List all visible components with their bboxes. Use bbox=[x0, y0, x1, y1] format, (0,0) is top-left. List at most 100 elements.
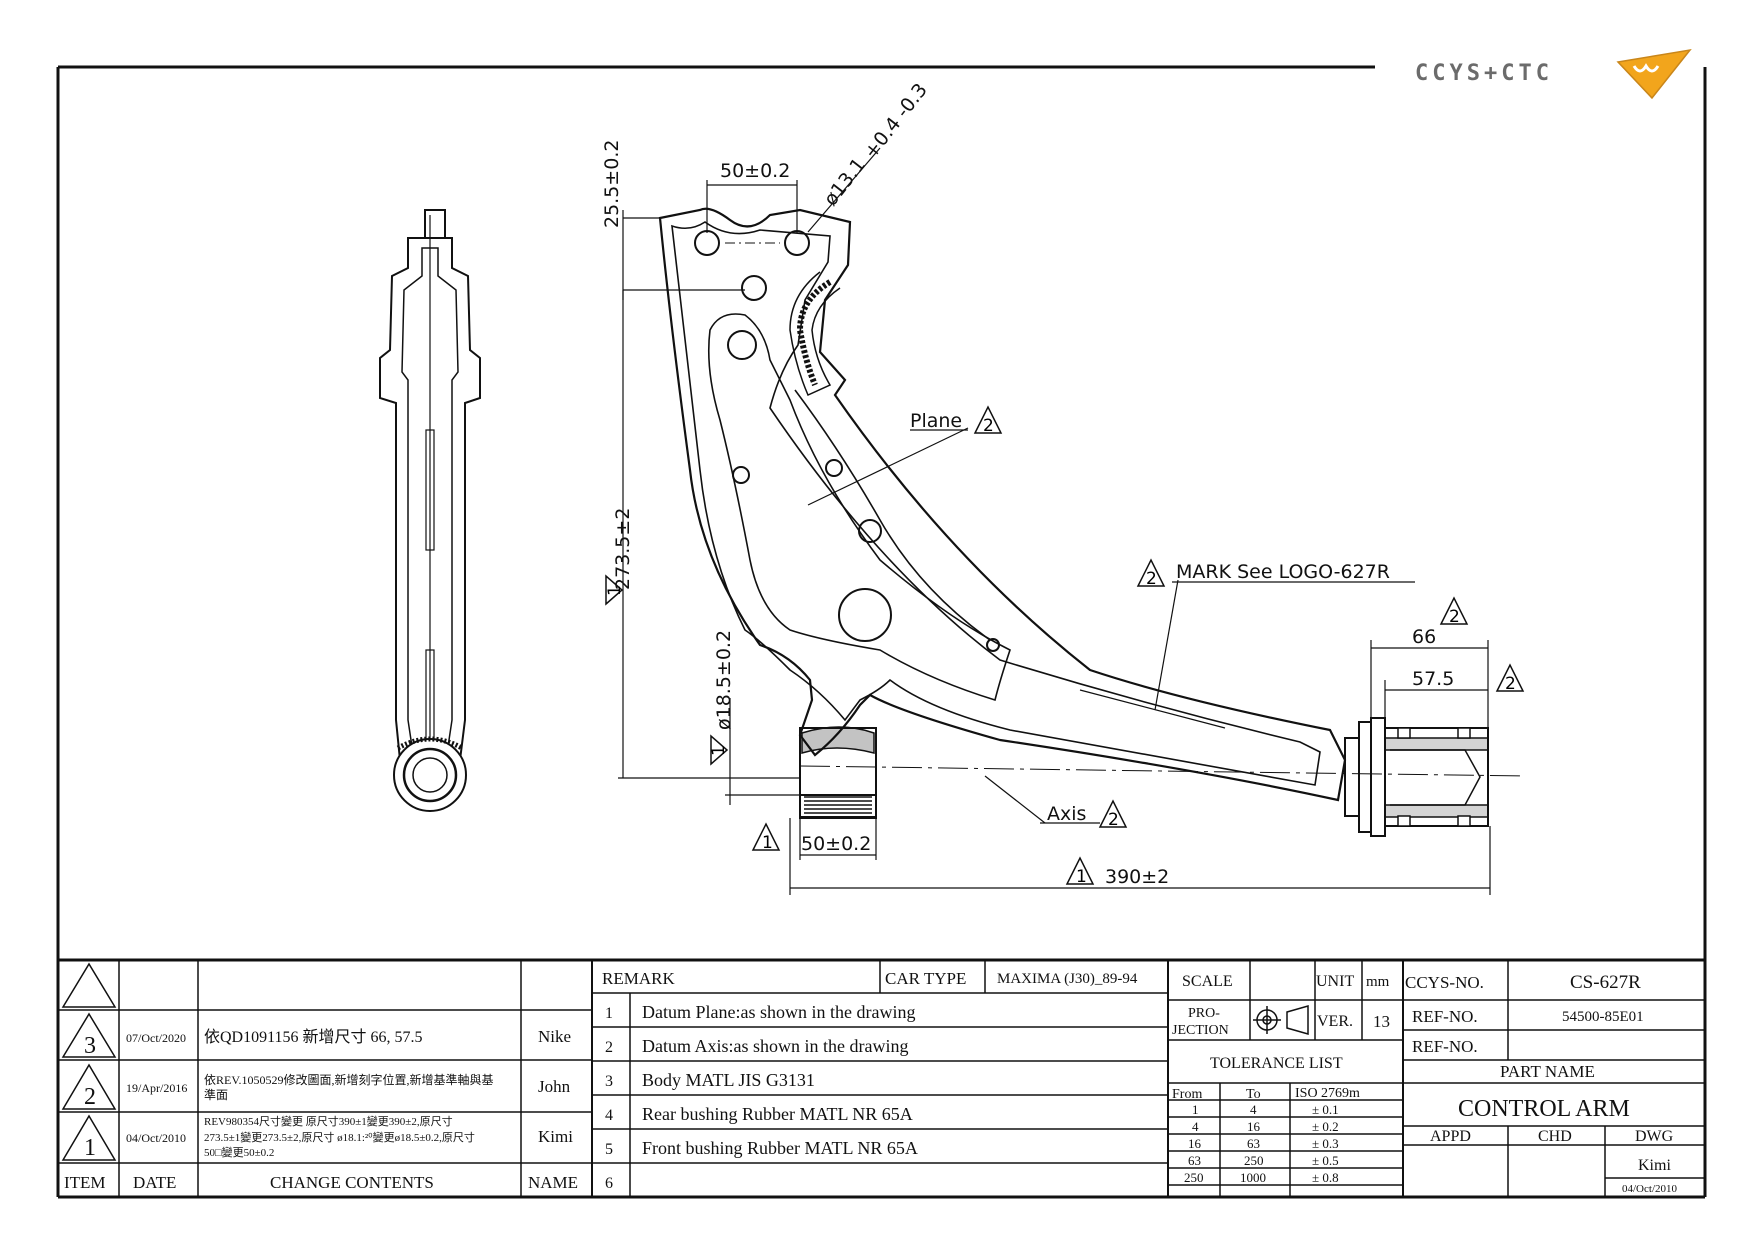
rev-marker-length: 1 bbox=[1065, 856, 1095, 887]
remark-num-2: 2 bbox=[605, 1039, 613, 1056]
tol-row-tol: ± 0.5 bbox=[1312, 1153, 1339, 1168]
side-view bbox=[379, 209, 481, 812]
dim-top-offset: 25.5±0.2 bbox=[601, 140, 623, 228]
tol-row-from: 16 bbox=[1188, 1136, 1202, 1151]
ver-label: VER. bbox=[1317, 1013, 1353, 1030]
remark-num-6: 6 bbox=[605, 1175, 613, 1192]
rev-marker-bush-dia: 1 bbox=[709, 734, 729, 766]
tolerance-rows: 1 4 ± 0.1 4 16 ± 0.2 16 63 ± 0.3 63 250 … bbox=[1184, 1102, 1339, 1185]
rev-contents-1a: REV980354尺寸變更 原尺寸390±1變更390±2,原尺寸 bbox=[204, 1114, 453, 1128]
rev-marker-bush-width: 1 bbox=[751, 822, 781, 853]
projection-label-2: JECTION bbox=[1172, 1023, 1229, 1038]
remark-text-2: Datum Axis:as shown in the drawing bbox=[642, 1036, 908, 1056]
tol-row-tol: ± 0.3 bbox=[1312, 1136, 1339, 1151]
tol-row-tol: ± 0.2 bbox=[1312, 1119, 1339, 1134]
logo-mark-icon bbox=[1616, 48, 1692, 100]
tol-row-from: 250 bbox=[1184, 1170, 1204, 1185]
rev-header-date: DATE bbox=[133, 1173, 176, 1192]
rev-name-3: Nike bbox=[538, 1027, 571, 1046]
dim-66: 66 bbox=[1412, 626, 1436, 648]
tol-row-to: 1000 bbox=[1240, 1170, 1266, 1185]
dim-hole-dia: ø13.1 bbox=[820, 154, 871, 210]
remark-text-4: Rear bushing Rubber MATL NR 65A bbox=[642, 1104, 913, 1124]
svg-text:2: 2 bbox=[983, 416, 994, 436]
remark-num-4: 4 bbox=[605, 1107, 613, 1124]
svg-text:1: 1 bbox=[762, 833, 773, 853]
rev-marker-axis: 2 bbox=[1098, 799, 1128, 830]
chd-label: CHD bbox=[1538, 1128, 1572, 1145]
part-name: CONTROL ARM bbox=[1458, 1096, 1630, 1122]
scale-label: SCALE bbox=[1182, 973, 1233, 990]
rev-date-2: 19/Apr/2016 bbox=[126, 1081, 187, 1095]
rev-contents-2b: 準面 bbox=[204, 1087, 228, 1102]
ref-no-label-2: REF-NO. bbox=[1412, 1037, 1478, 1056]
rev-contents-2a: 依REV.1050529修改圖面,新增刻字位置,新增基準軸與基 bbox=[204, 1072, 493, 1087]
rev-marker-mark: 2 bbox=[1136, 558, 1166, 589]
tol-row-from: 1 bbox=[1192, 1102, 1199, 1117]
rear-bushing bbox=[1344, 717, 1489, 837]
dim-bush-width: 50±0.2 bbox=[801, 833, 871, 855]
revision-markers: 2 2 2 2 2 1 1 1 1 bbox=[605, 405, 1525, 887]
ref-no-label: REF-NO. bbox=[1412, 1007, 1478, 1026]
remarks-table: REMARK CAR TYPE MAXIMA (J30)_89-94 1 Dat… bbox=[602, 969, 1138, 1192]
info-block: SCALE UNIT mm PRO- JECTION VER. 13 TOLER… bbox=[1172, 973, 1390, 1185]
ccys-no-label: CCYS-NO. bbox=[1405, 973, 1484, 992]
rev-date-1: 04/Oct/2010 bbox=[126, 1131, 186, 1145]
rev-item-1: 1 bbox=[84, 1135, 96, 1161]
svg-text:2: 2 bbox=[1146, 569, 1157, 589]
rev-contents-1b: 273.5±1變更273.5±2,原尺寸 ø18.1:²⁰變更ø18.5±0.2… bbox=[204, 1130, 475, 1144]
ccys-no-value: CS-627R bbox=[1570, 972, 1641, 993]
svg-text:1: 1 bbox=[709, 745, 729, 756]
dwg-label: DWG bbox=[1635, 1128, 1674, 1145]
tol-row-tol: ± 0.8 bbox=[1312, 1170, 1339, 1185]
logo-text: CCYS+CTC bbox=[1415, 61, 1553, 86]
dim-length: 390±2 bbox=[1105, 866, 1169, 888]
title-block bbox=[58, 960, 1705, 1197]
rev-marker-height: 1 bbox=[605, 574, 625, 606]
dimension-texts: 50±0.2 25.5±0.2 ø13.1 +0.4 -0.3 273.5±2 … bbox=[601, 79, 1454, 888]
rev-header-name: NAME bbox=[528, 1173, 578, 1192]
svg-text:2: 2 bbox=[1108, 810, 1119, 830]
rev-name-1: Kimi bbox=[538, 1127, 573, 1146]
rev-header-item: ITEM bbox=[64, 1173, 106, 1192]
callout-mark: MARK See LOGO-627R bbox=[1176, 561, 1390, 583]
logo-swoosh-icon bbox=[1632, 63, 1660, 73]
dim-57-5: 57.5 bbox=[1412, 668, 1454, 690]
main-view bbox=[658, 207, 1526, 837]
revision-table: 3 07/Oct/2020 依QD1091156 新增尺寸 66, 57.5 N… bbox=[64, 1027, 578, 1192]
dwg-name: Kimi bbox=[1638, 1157, 1671, 1174]
unit-value: mm bbox=[1366, 974, 1390, 990]
remark-text-5: Front bushing Rubber MATL NR 65A bbox=[642, 1138, 918, 1158]
dim-hole-tol: +0.4 -0.3 bbox=[860, 79, 932, 163]
tol-head-iso: ISO 2769m bbox=[1295, 1086, 1360, 1101]
datum-axis-line bbox=[799, 765, 1526, 777]
tol-row-tol: ± 0.1 bbox=[1312, 1102, 1339, 1117]
dim-top-width: 50±0.2 bbox=[720, 160, 790, 182]
remark-num-5: 5 bbox=[605, 1141, 613, 1158]
ver-value: 13 bbox=[1373, 1012, 1390, 1031]
dim-bush-dia: ø18.5±0.2 bbox=[713, 630, 735, 730]
svg-text:1: 1 bbox=[1076, 867, 1087, 887]
rev-item-2: 2 bbox=[84, 1084, 96, 1110]
svg-text:2: 2 bbox=[1505, 674, 1516, 694]
tolerance-title: TOLERANCE LIST bbox=[1210, 1055, 1343, 1072]
svg-text:2: 2 bbox=[1449, 607, 1460, 627]
company-logo: CCYS+CTC bbox=[1415, 48, 1692, 100]
dimension-lines bbox=[618, 147, 1491, 895]
rev-contents-3: 依QD1091156 新增尺寸 66, 57.5 bbox=[204, 1028, 423, 1046]
remark-num-3: 3 bbox=[605, 1073, 613, 1090]
rev-date-3: 07/Oct/2020 bbox=[126, 1031, 186, 1045]
rev-marker-plane: 2 bbox=[973, 405, 1003, 436]
remark-header: REMARK bbox=[602, 969, 675, 988]
projection-symbol-icon bbox=[1253, 1005, 1309, 1035]
appd-label: APPD bbox=[1430, 1128, 1471, 1145]
rev-item-3: 3 bbox=[84, 1033, 96, 1059]
tol-row-to: 63 bbox=[1247, 1136, 1260, 1151]
title-info: CCYS-NO. CS-627R REF-NO. 54500-85E01 REF… bbox=[1405, 972, 1677, 1195]
rev-contents-1c: 50□變更50±0.2 bbox=[204, 1145, 274, 1159]
sheet-border bbox=[56, 65, 1707, 1199]
tol-row-to: 4 bbox=[1250, 1102, 1257, 1117]
tol-row-from: 4 bbox=[1192, 1119, 1199, 1134]
dwg-date: 04/Oct/2010 bbox=[1622, 1183, 1677, 1195]
